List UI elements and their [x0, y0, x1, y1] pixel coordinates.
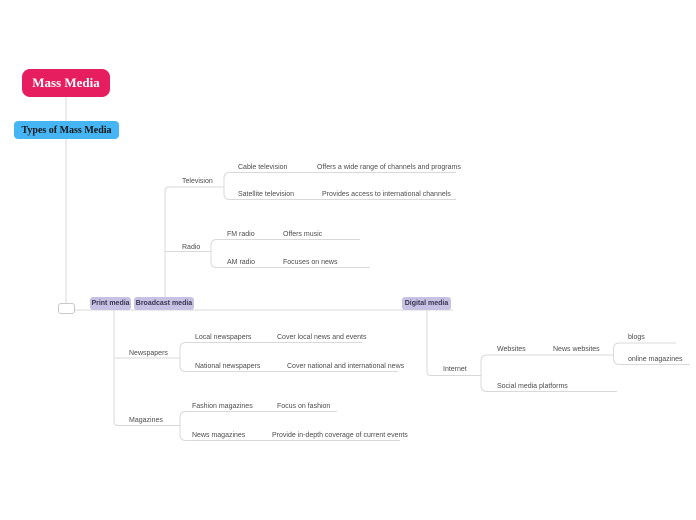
- node-fashion-magazines-desc[interactable]: Focus on fashion: [277, 403, 331, 410]
- node-local-newspapers-desc[interactable]: Cover local news and events: [277, 334, 367, 341]
- node-newspapers[interactable]: Newspapers: [129, 350, 168, 357]
- node-am-radio-desc[interactable]: Focuses on news: [283, 259, 338, 266]
- node-fm-radio-desc[interactable]: Offers music: [283, 231, 323, 238]
- node-print-media[interactable]: Print media: [90, 297, 131, 310]
- node-satellite-television-desc[interactable]: Provides access to international channel…: [322, 191, 451, 198]
- edge-newspapers-bracket: [179, 342, 398, 372]
- edge-websites-bracket: [613, 342, 690, 365]
- node-satellite-television[interactable]: Satellite television: [238, 191, 295, 198]
- node-online-magazines[interactable]: online magazines: [628, 356, 683, 363]
- node-national-newspapers-desc[interactable]: Cover national and international news: [287, 363, 405, 370]
- node-types-of-mass-media[interactable]: Types of Mass Media: [14, 121, 119, 139]
- node-radio[interactable]: Radio: [182, 244, 201, 251]
- node-local-newspapers[interactable]: Local newspapers: [195, 334, 252, 341]
- node-cable-television[interactable]: Cable television: [238, 164, 288, 171]
- node-social-media-platforms[interactable]: Social media platforms: [497, 383, 568, 390]
- node-broadcast-media[interactable]: Broadcast media: [134, 297, 194, 310]
- collapsed-node-stub[interactable]: [58, 303, 75, 314]
- node-blogs[interactable]: blogs: [628, 334, 645, 341]
- edge-digital-trunk: [426, 310, 481, 376]
- node-television[interactable]: Television: [182, 178, 213, 185]
- node-fashion-magazines[interactable]: Fashion magazines: [192, 403, 253, 410]
- node-news-websites[interactable]: News websites: [553, 346, 600, 353]
- node-news-magazines[interactable]: News magazines: [192, 432, 246, 439]
- edge-internet-bracket: [480, 354, 617, 392]
- node-cable-television-desc[interactable]: Offers a wide range of channels and prog…: [317, 164, 461, 171]
- edge-magazines-bracket: [179, 411, 400, 441]
- node-magazines[interactable]: Magazines: [129, 417, 163, 424]
- node-am-radio[interactable]: AM radio: [227, 259, 256, 266]
- node-websites[interactable]: Websites: [497, 346, 526, 353]
- node-mass-media[interactable]: Mass Media: [22, 69, 110, 97]
- edge-tv-bracket: [223, 172, 456, 200]
- edge-broadcast-trunk: [164, 186, 224, 297]
- node-fm-radio[interactable]: FM radio: [227, 231, 255, 238]
- node-national-newspapers[interactable]: National newspapers: [195, 363, 261, 370]
- node-news-magazines-desc[interactable]: Provide in-depth coverage of current eve…: [272, 432, 408, 439]
- edge-radio-bracket: [210, 239, 370, 268]
- edge-print-trunk: [113, 310, 180, 426]
- node-digital-media[interactable]: Digital media: [402, 297, 451, 310]
- node-internet[interactable]: Internet: [443, 366, 467, 373]
